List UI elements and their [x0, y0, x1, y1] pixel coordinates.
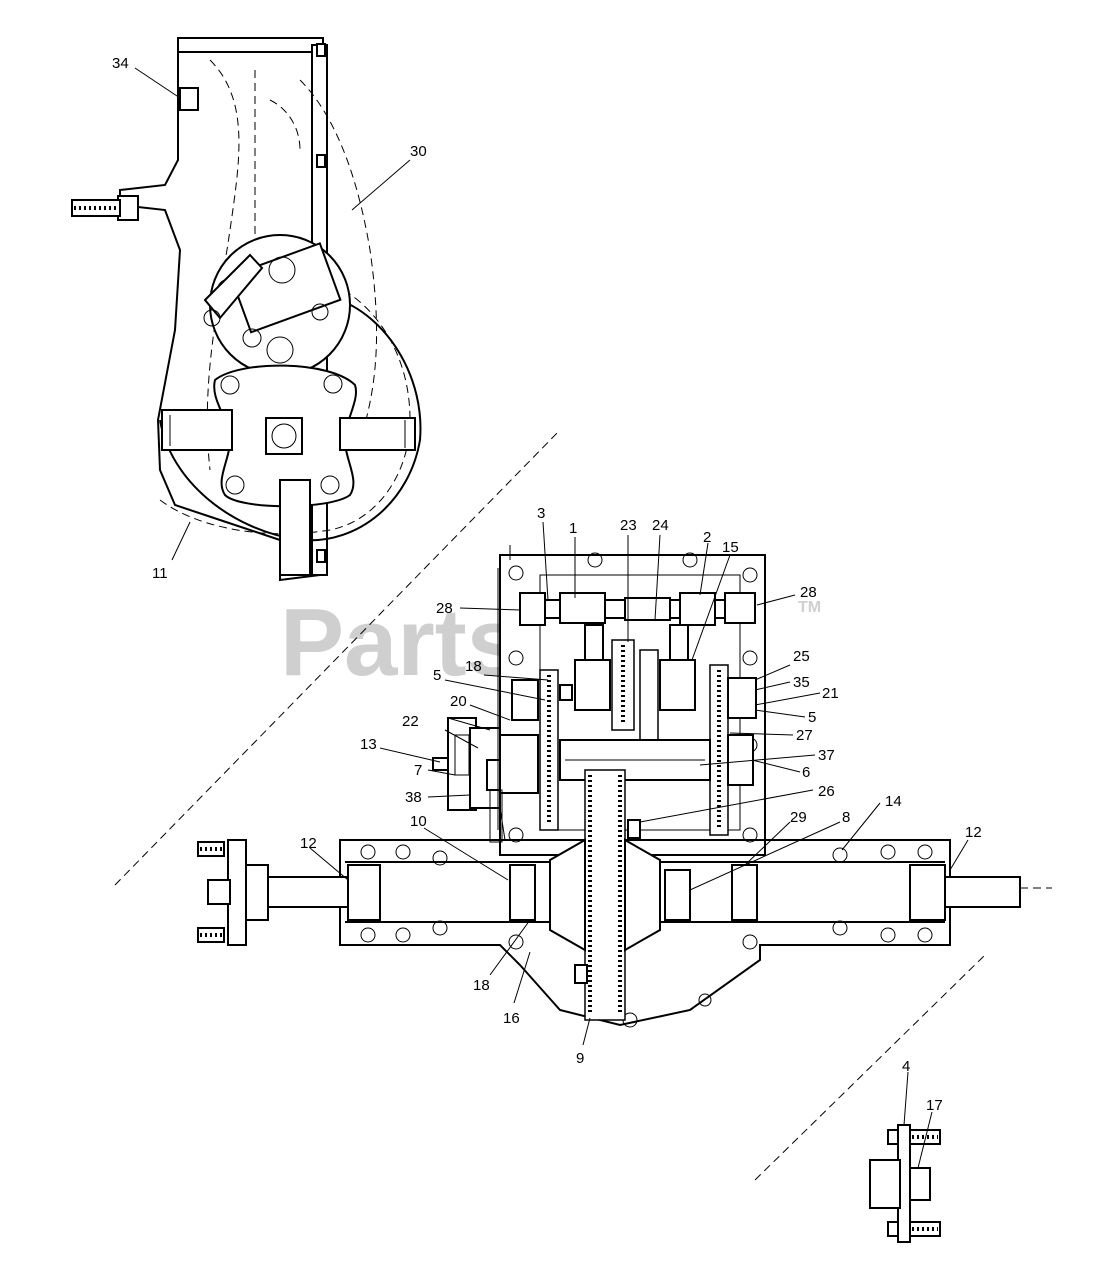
part-label: 20 [450, 693, 467, 710]
part-label: 28 [436, 600, 453, 617]
part-label: 18 [465, 658, 482, 675]
part-label: 10 [410, 813, 427, 830]
part-label: 6 [802, 764, 810, 781]
part-label: 11 [152, 565, 168, 582]
part-label: 21 [822, 685, 839, 702]
part-label: 27 [796, 727, 813, 744]
part-label: 5 [433, 667, 441, 684]
part-label: 12 [300, 835, 317, 852]
part-label: 12 [965, 824, 982, 841]
leader-lines [134, 67, 969, 1169]
part-label: 35 [793, 674, 810, 691]
part-label: 38 [405, 789, 422, 806]
right-wheel-hub [869, 1124, 941, 1243]
part-label: 37 [818, 747, 835, 764]
axis-line-upper [114, 429, 561, 886]
transaxle-cutaway [197, 545, 1021, 1028]
part-label: 5 [808, 709, 816, 726]
part-label: 34 [112, 55, 129, 72]
part-label: 1 [569, 520, 577, 537]
part-labels: 34 30 11 3 1 23 24 2 15 28 28 18 5 20 22… [112, 55, 982, 1114]
part-label: 16 [503, 1010, 520, 1027]
part-label: 4 [902, 1058, 910, 1075]
part-label: 28 [800, 584, 817, 601]
part-label: 18 [473, 977, 490, 994]
part-label: 2 [703, 529, 711, 546]
part-label: 7 [414, 762, 422, 779]
watermark-tm: TM [798, 599, 821, 616]
part-label: 22 [402, 713, 419, 730]
part-label: 30 [410, 143, 427, 160]
part-label: 8 [842, 809, 850, 826]
part-label: 26 [818, 783, 835, 800]
part-label: 9 [576, 1050, 584, 1067]
part-label: 17 [926, 1097, 943, 1114]
part-label: 13 [360, 736, 377, 753]
part-label: 25 [793, 648, 810, 665]
part-label: 3 [537, 505, 545, 522]
part-label: 15 [722, 539, 739, 556]
part-label: 23 [620, 517, 637, 534]
axis-line-lower [754, 954, 986, 1181]
part-label: 24 [652, 517, 669, 534]
part-label: 14 [885, 793, 902, 810]
transaxle-side-view [71, 37, 422, 582]
part-label: 29 [790, 809, 807, 826]
